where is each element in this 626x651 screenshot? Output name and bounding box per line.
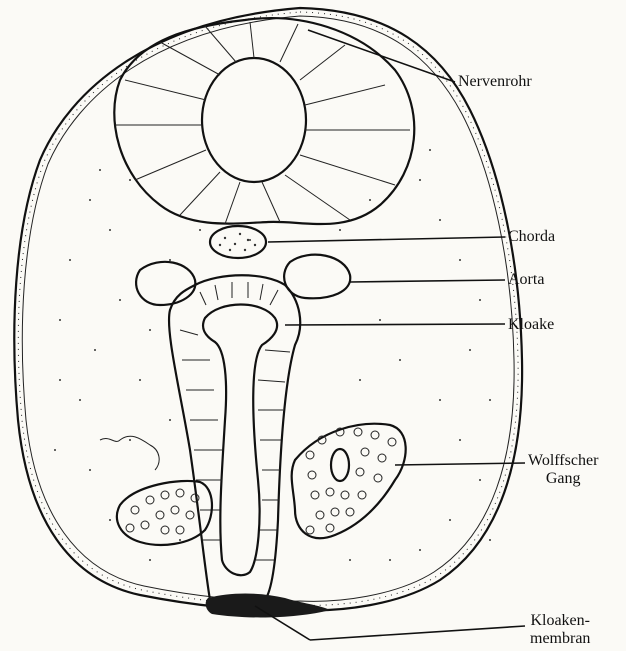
nervenrohr-structure [114, 18, 414, 224]
leader-wolffscher-gang [395, 463, 525, 465]
label-wolffscher-gang: Wolffscher Gang [528, 452, 598, 488]
label-kloake: Kloake [508, 316, 554, 334]
leader-chorda [268, 237, 505, 242]
chorda-structure [210, 226, 266, 258]
body-wall [14, 8, 522, 610]
leader-lines [255, 30, 525, 640]
label-chorda: Chorda [508, 228, 555, 246]
label-nervenrohr: Nervenrohr [458, 73, 532, 91]
leader-kloake [285, 324, 505, 325]
label-wolffscher-gang-line2: Gang [528, 470, 598, 488]
leader-aorta [350, 280, 505, 282]
label-wolffscher-gang-line1: Wolffscher [528, 452, 598, 470]
aorta-structures [136, 255, 350, 305]
wolffscher-gang-structures [100, 424, 406, 545]
mesenchyme-stipple [54, 149, 491, 561]
kloake-structure [169, 275, 300, 600]
label-aorta: Aorta [508, 271, 544, 289]
label-kloakenmembran-line2: membran [530, 630, 590, 648]
label-kloakenmembran-line1: Kloaken- [530, 612, 590, 630]
label-kloakenmembran: Kloaken- membran [530, 612, 590, 648]
